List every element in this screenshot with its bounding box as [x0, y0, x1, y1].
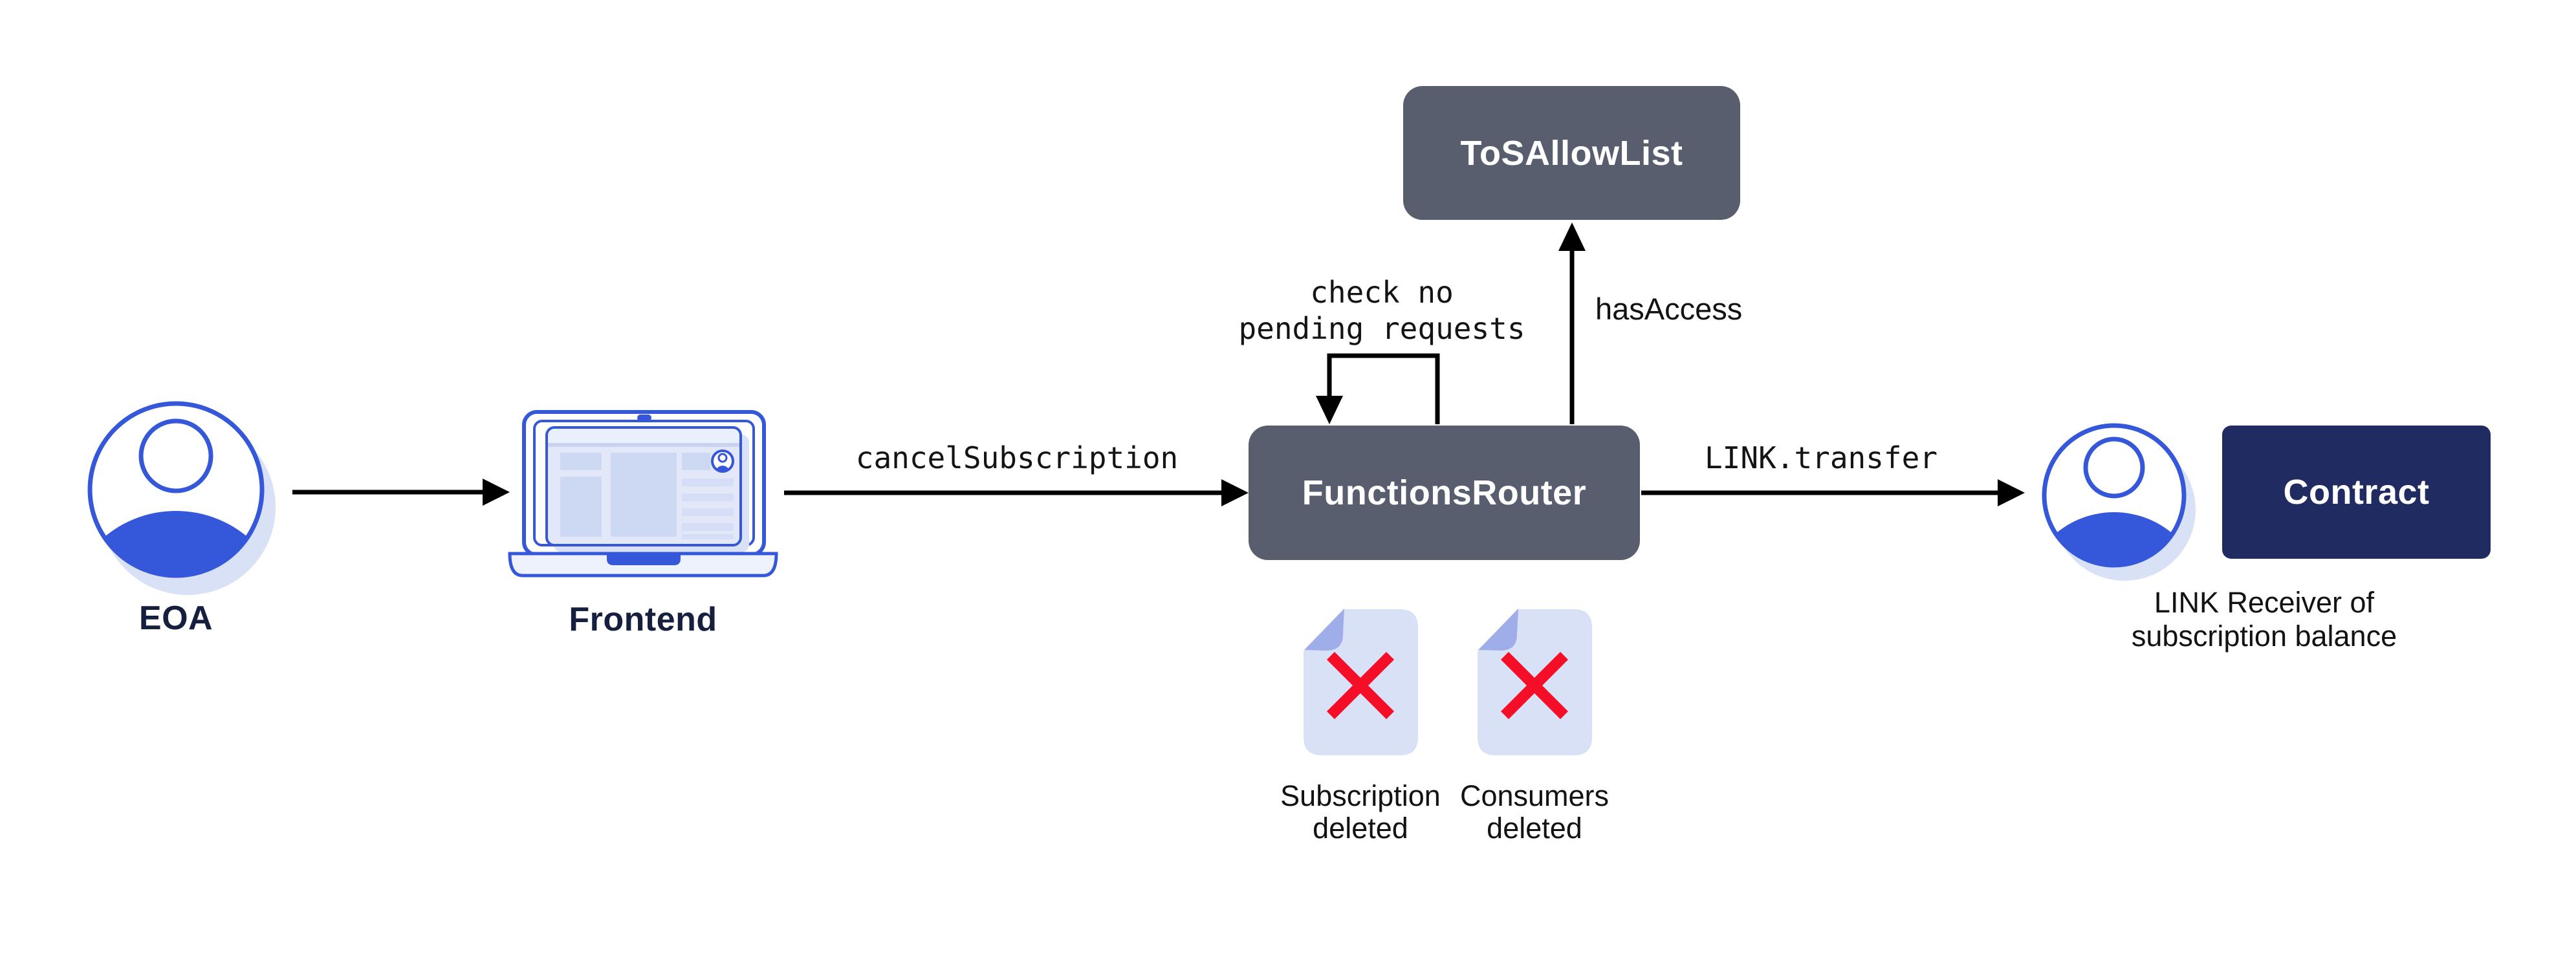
self-loop-router	[1316, 353, 1440, 424]
ui-row	[682, 493, 734, 501]
user-outline	[87, 401, 265, 578]
eoa-user-icon	[87, 401, 276, 595]
arrowhead-up-icon	[1558, 222, 1586, 251]
user-head-outline	[2083, 437, 2145, 499]
ui-block-sidebar-top	[560, 453, 602, 470]
frontend-label: Frontend	[569, 601, 717, 638]
user-head-outline	[138, 418, 213, 493]
consumers-deleted-caption: Consumers deleted	[1459, 779, 1610, 845]
laptop-camera-icon	[637, 415, 651, 421]
node-contract: Contract	[2222, 426, 2491, 559]
document-fold	[1304, 609, 1344, 651]
laptop-icon	[508, 410, 778, 578]
link-receiver-caption: LINK Receiver of subscription balance	[2131, 586, 2397, 653]
arrowhead-right-icon	[1998, 479, 2025, 506]
browser-avatar-head	[717, 453, 728, 463]
arrowhead-down-icon	[1316, 396, 1343, 424]
browser-outline	[545, 426, 742, 546]
ui-row	[682, 523, 734, 531]
loop-shaft	[1327, 353, 1440, 424]
ui-row	[682, 479, 734, 486]
ui-row	[682, 534, 734, 539]
edge-label-link-transfer: LINK.transfer	[1704, 440, 1938, 475]
user-head	[2086, 439, 2143, 496]
arrow-router-to-tos	[1558, 222, 1586, 424]
arrowhead-right-icon	[483, 479, 510, 506]
arrowhead-right-icon	[1221, 479, 1249, 506]
ui-row	[682, 508, 734, 516]
delete-x-icon	[1326, 651, 1395, 720]
ui-block-main	[611, 453, 677, 537]
arrow-eoa-to-frontend	[292, 479, 510, 506]
ui-block-sidebar	[560, 477, 602, 537]
arrow-router-to-receiver	[1641, 479, 2025, 506]
node-tos-allow-list: ToSAllowList	[1403, 86, 1740, 220]
browser-topbar-divider	[547, 443, 741, 447]
browser-topbar	[547, 427, 741, 443]
ui-block-right-top	[682, 453, 710, 470]
laptop-notch	[607, 554, 681, 565]
consumers-deleted-doc-icon	[1478, 609, 1592, 755]
delete-x-icon	[1500, 651, 1569, 720]
user-head	[141, 421, 211, 491]
node-functions-router: FunctionsRouter	[1249, 426, 1640, 560]
arrow-frontend-to-router	[784, 479, 1249, 506]
eoa-label: EOA	[138, 599, 213, 637]
subscription-deleted-caption: Subscription deleted	[1280, 779, 1441, 845]
document-fold	[1478, 609, 1518, 651]
edge-label-has-access: hasAccess	[1595, 292, 1743, 326]
subscription-deleted-doc-icon	[1304, 609, 1418, 755]
edge-label-cancel-subscription: cancelSubscription	[855, 440, 1179, 475]
edge-label-check-no-pending-requests: check no pending requests	[1238, 275, 1525, 346]
user-outline	[2042, 423, 2187, 568]
